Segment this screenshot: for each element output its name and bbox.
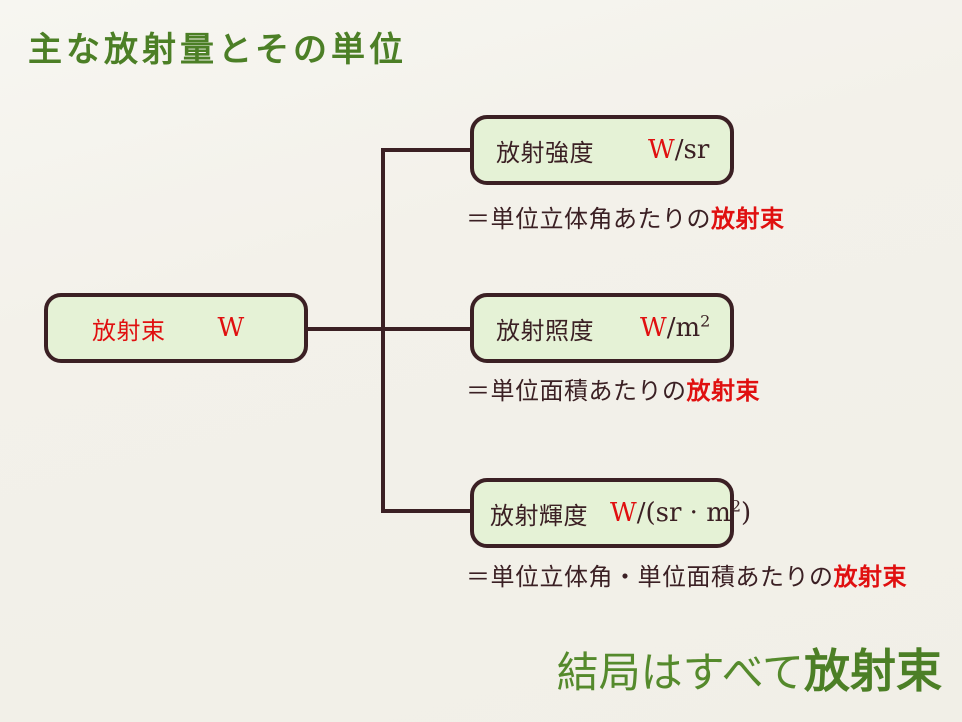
node-radiance-label: 放射輝度	[490, 501, 588, 530]
note-irradiance-text: ＝単位面積あたりの	[466, 377, 687, 405]
connector-top-branch	[383, 148, 471, 152]
node-radiance-unit: W/(sr · m2)	[610, 496, 752, 528]
connector-middle-branch	[306, 327, 471, 331]
note-radiant-intensity: ＝単位立体角あたりの放射束	[466, 199, 785, 234]
footer-prefix: 結局はすべて	[556, 648, 804, 697]
note-irradiance: ＝単位面積あたりの放射束	[466, 371, 760, 406]
connector-bottom-branch	[383, 509, 471, 513]
node-radiant-flux-unit: W	[217, 313, 245, 343]
node-radiant-intensity-unit: W/sr	[648, 135, 710, 165]
node-radiant-flux-label: 放射束	[92, 316, 166, 345]
note-radiance: ＝単位立体角・単位面積あたりの放射束	[466, 557, 907, 592]
node-irradiance: 放射照度 W/m2	[470, 293, 734, 363]
footer-emphasis: 放射束	[804, 644, 942, 698]
node-irradiance-label: 放射照度	[496, 316, 594, 345]
node-irradiance-unit: W/m2	[640, 311, 711, 343]
note-irradiance-emphasis: 放射束	[686, 377, 760, 405]
node-radiance: 放射輝度 W/(sr · m2)	[470, 478, 751, 548]
note-radiance-emphasis: 放射束	[833, 563, 907, 591]
node-radiant-flux: 放射束 W	[44, 293, 308, 363]
note-radiance-text: ＝単位立体角・単位面積あたりの	[466, 563, 834, 591]
note-radiant-intensity-emphasis: 放射束	[711, 205, 785, 233]
footer-statement: 結局はすべて放射束	[557, 644, 942, 699]
note-radiant-intensity-text: ＝単位立体角あたりの	[466, 205, 711, 233]
node-radiant-intensity-label: 放射強度	[496, 138, 594, 167]
slide-title: 主な放射量とその単位	[28, 30, 407, 70]
node-radiant-intensity: 放射強度 W/sr	[470, 115, 734, 185]
